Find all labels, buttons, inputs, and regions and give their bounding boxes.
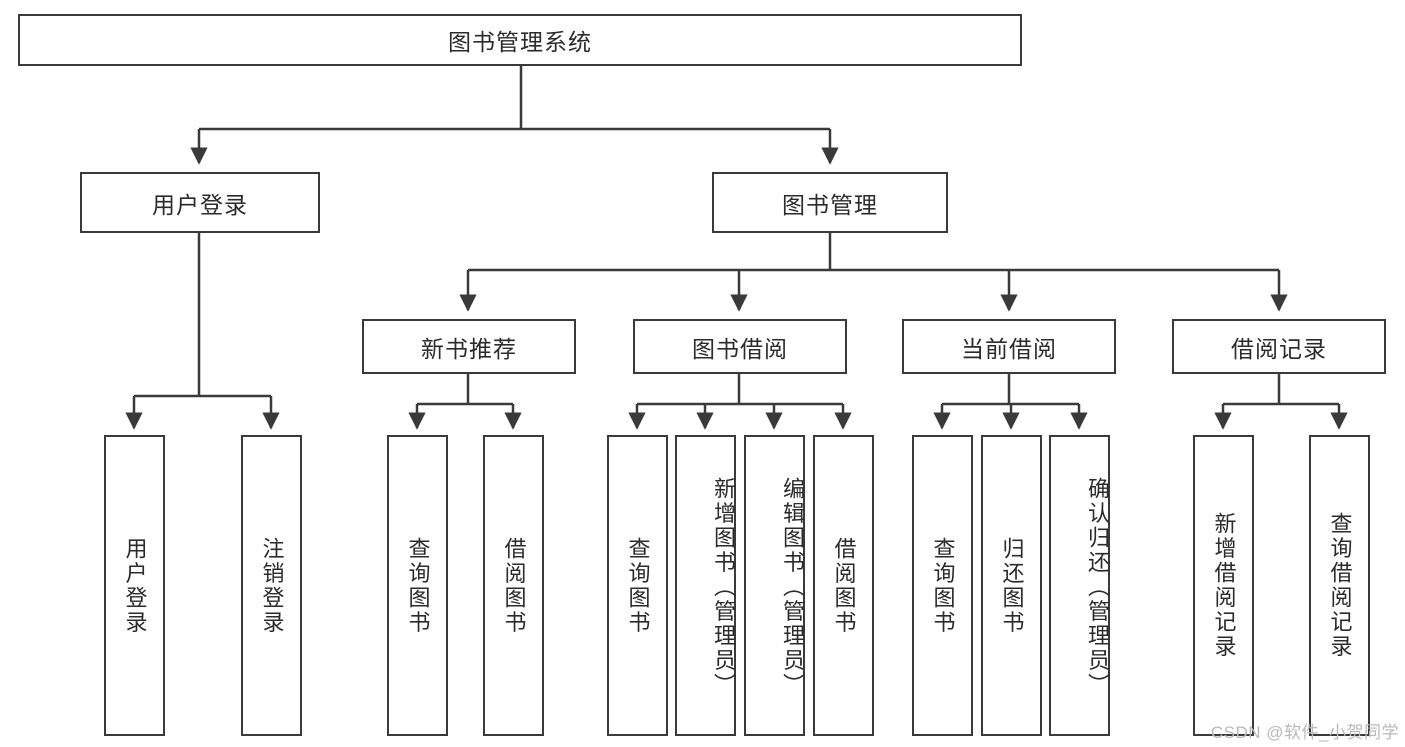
node-book-borrow[interactable]: 图书借阅: [633, 319, 847, 374]
node-borrow-record[interactable]: 借阅记录: [1172, 319, 1386, 374]
node-leaf-add-record-label: 新增借阅记录: [1211, 512, 1237, 659]
node-leaf-confirm-return-label: 确认归还（管理员）: [1085, 477, 1110, 698]
node-current-borrow[interactable]: 当前借阅: [902, 319, 1116, 374]
node-user-login-label: 用户登录: [152, 191, 248, 218]
node-leaf-query-record-label: 查询借阅记录: [1327, 512, 1353, 659]
node-leaf-logout-login-label: 注销登录: [259, 536, 285, 635]
node-user-login[interactable]: 用户登录: [80, 172, 320, 233]
node-leaf-return-book[interactable]: 归还图书: [981, 435, 1042, 736]
node-leaf-add-book[interactable]: 新增图书（管理员）: [675, 435, 736, 736]
node-leaf-borrow-book-2-label: 借阅图书: [831, 536, 857, 635]
node-book-borrow-label: 图书借阅: [692, 335, 788, 362]
node-leaf-query-book-1-label: 查询图书: [405, 536, 431, 635]
node-leaf-add-record[interactable]: 新增借阅记录: [1193, 435, 1254, 736]
node-leaf-query-book-2[interactable]: 查询图书: [607, 435, 668, 736]
node-current-borrow-label: 当前借阅: [961, 335, 1057, 362]
node-leaf-query-book-3-label: 查询图书: [930, 536, 956, 635]
node-leaf-logout-login[interactable]: 注销登录: [241, 435, 302, 736]
node-new-book-recommend-label: 新书推荐: [421, 335, 517, 362]
node-book-manage-label: 图书管理: [782, 191, 878, 218]
node-leaf-query-record[interactable]: 查询借阅记录: [1309, 435, 1370, 736]
node-leaf-query-book-3[interactable]: 查询图书: [912, 435, 973, 736]
node-borrow-record-label: 借阅记录: [1231, 335, 1327, 362]
node-leaf-return-book-label: 归还图书: [999, 536, 1025, 635]
node-leaf-user-login-label: 用户登录: [122, 536, 148, 635]
node-leaf-query-book-2-label: 查询图书: [625, 536, 651, 635]
node-leaf-edit-book-label: 编辑图书（管理员）: [780, 477, 805, 698]
node-book-manage[interactable]: 图书管理: [712, 172, 948, 233]
node-root-label: 图书管理系统: [448, 29, 592, 55]
node-leaf-user-login[interactable]: 用户登录: [104, 435, 165, 736]
node-leaf-borrow-book-1-label: 借阅图书: [501, 536, 527, 635]
node-new-book-recommend[interactable]: 新书推荐: [362, 319, 576, 374]
node-leaf-add-book-label: 新增图书（管理员）: [711, 477, 736, 698]
watermark-text: CSDN @软件_小贺同学: [1210, 723, 1399, 742]
node-leaf-confirm-return[interactable]: 确认归还（管理员）: [1049, 435, 1110, 736]
node-leaf-query-book-1[interactable]: 查询图书: [387, 435, 448, 736]
node-leaf-edit-book[interactable]: 编辑图书（管理员）: [744, 435, 805, 736]
node-leaf-borrow-book-1[interactable]: 借阅图书: [483, 435, 544, 736]
node-leaf-borrow-book-2[interactable]: 借阅图书: [813, 435, 874, 736]
node-root[interactable]: 图书管理系统: [18, 14, 1022, 66]
